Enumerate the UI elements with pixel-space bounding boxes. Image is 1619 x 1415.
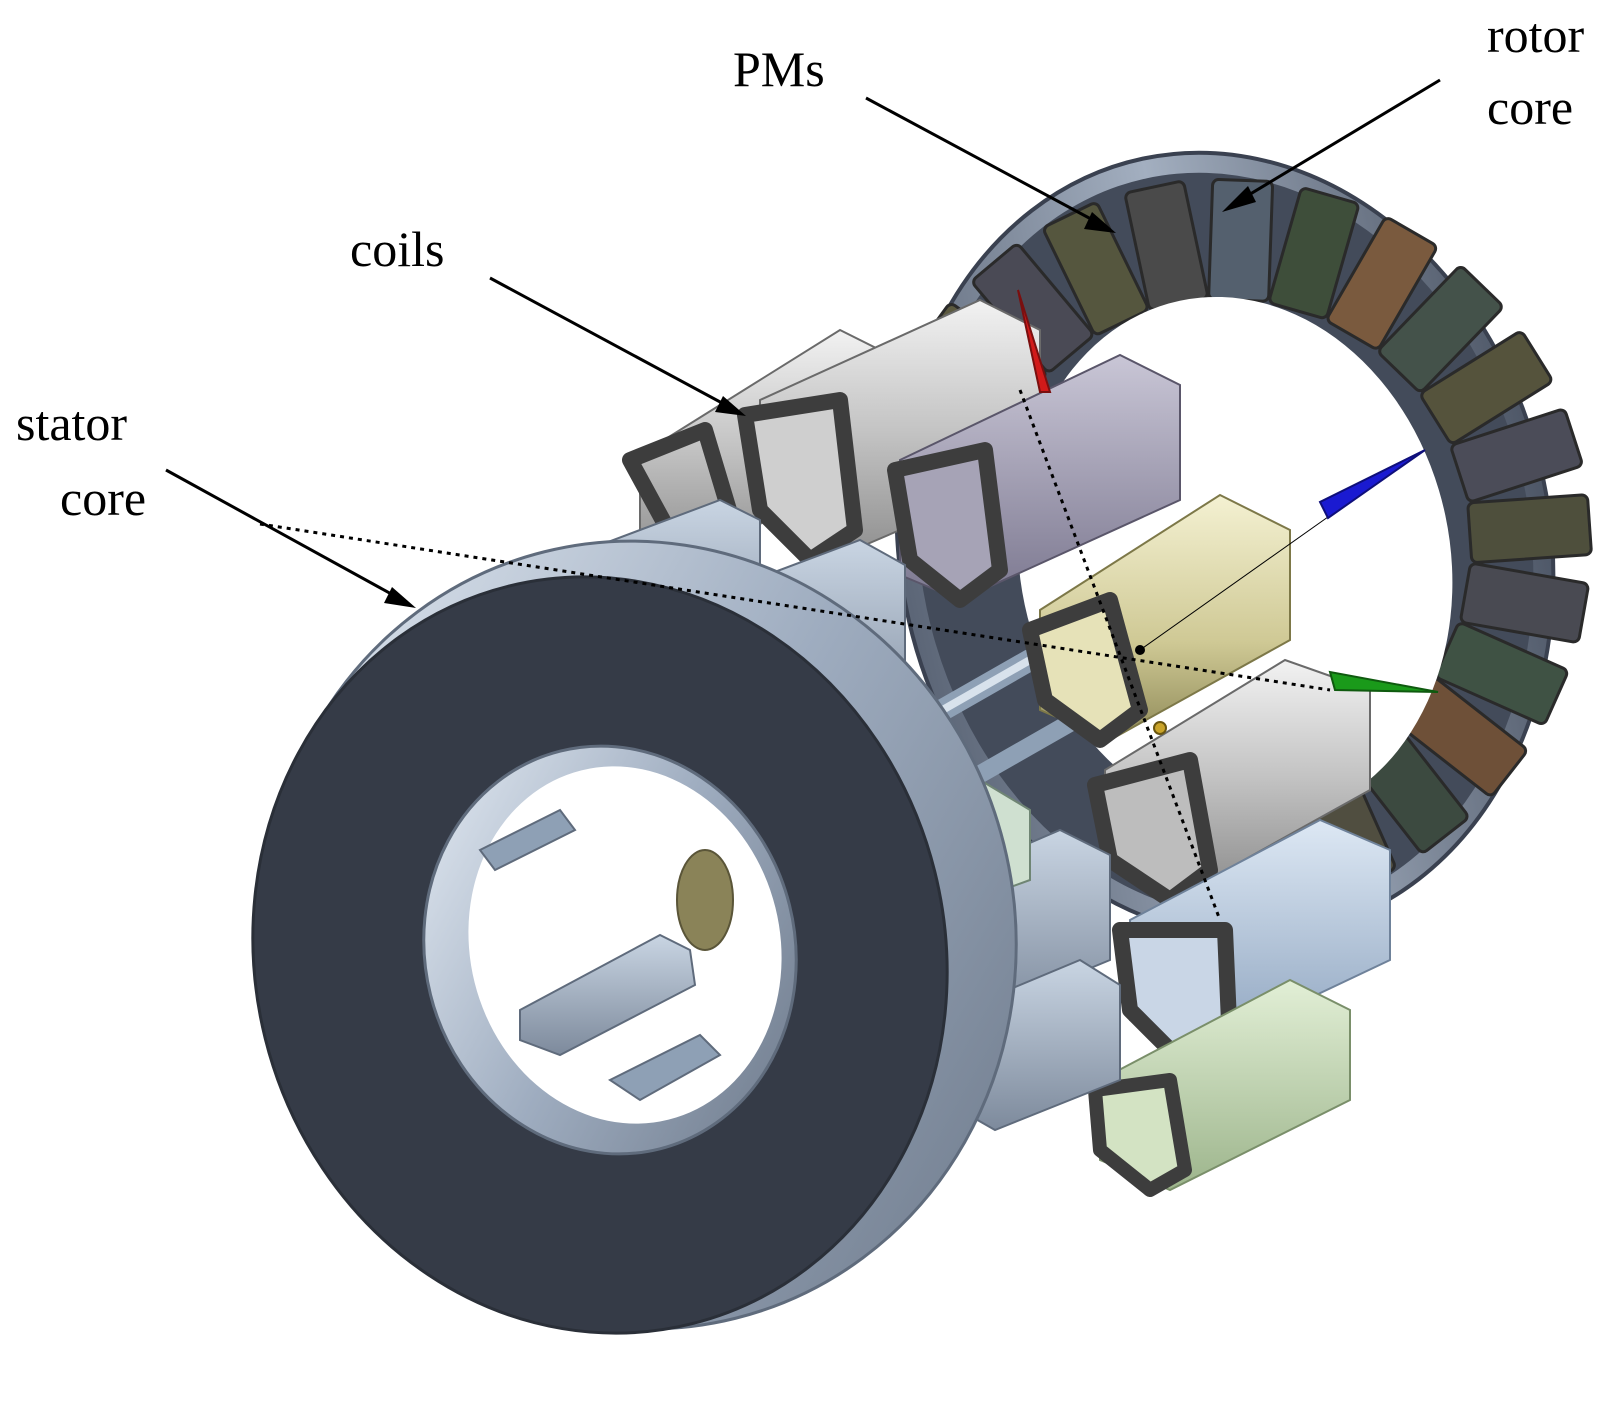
rotor-core-label-line2: core: [1487, 79, 1573, 135]
coil-gray-lower-right: [1087, 658, 1371, 908]
bore-teeth: [478, 808, 734, 1102]
callout-labels: rotor core PMs coils stator core: [16, 7, 1585, 526]
axis-z-arrow: [1328, 670, 1439, 693]
axis-origin: [1135, 645, 1145, 655]
stator-core-arrow: [165, 468, 416, 608]
coil-green-bottom: [1088, 978, 1351, 1197]
axis-y-arrow: [1318, 449, 1426, 520]
coils-label: coils: [350, 221, 444, 277]
coordinate-axes: [259, 289, 1439, 921]
coils-arrow: [489, 276, 746, 416]
permanent-magnets: [915, 178, 1593, 893]
stator-core-label-line1: stator: [16, 395, 127, 451]
rotor-core-label-line1: rotor: [1487, 7, 1585, 63]
pms-label: PMs: [733, 41, 825, 97]
axis-x-arrow: [1017, 289, 1052, 393]
pms-arrow: [865, 96, 1116, 233]
coil-purple: [887, 353, 1181, 608]
stator-core-label-line2: core: [60, 470, 146, 526]
leader-arrows: [165, 78, 1441, 608]
rotor-core-arrow: [1222, 78, 1441, 212]
